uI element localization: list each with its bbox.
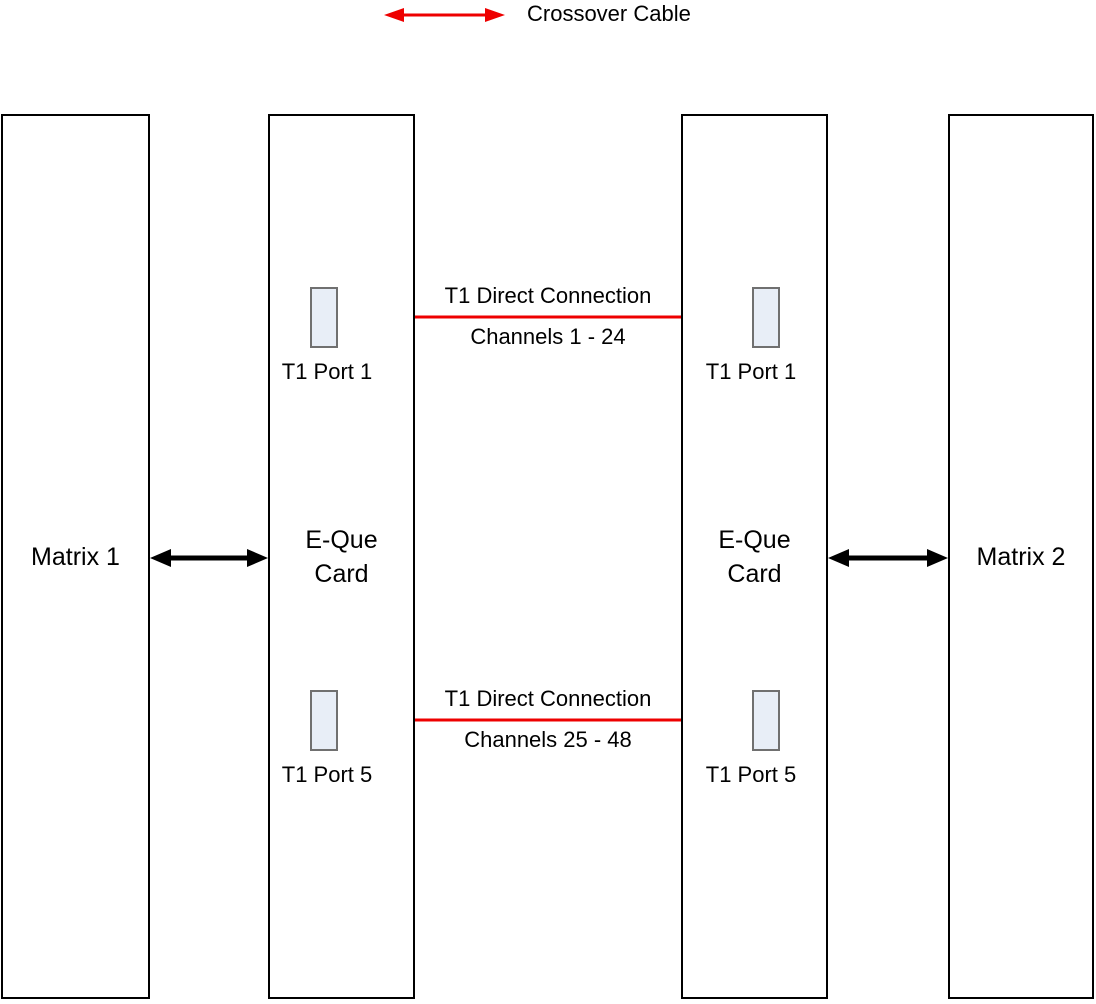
legend-crossover-label: Crossover Cable xyxy=(527,1,691,26)
node-eque-card-left-label: E-Que Card xyxy=(305,525,378,588)
t1-port-1-right-label: T1 Port 1 xyxy=(705,359,797,384)
node-matrix-2: Matrix 2 xyxy=(948,114,1094,999)
node-eque-card-left: E-Que Card xyxy=(268,114,415,999)
t1-port-5-right xyxy=(752,690,780,751)
t1-port-5-right-label: T1 Port 5 xyxy=(705,762,797,787)
node-matrix-2-label: Matrix 2 xyxy=(976,542,1066,571)
bottom-connection-title: T1 Direct Connection xyxy=(444,686,652,711)
t1-port-1-left-label: T1 Port 1 xyxy=(281,359,373,384)
top-connection-title: T1 Direct Connection xyxy=(444,283,652,308)
t1-port-1-left xyxy=(310,287,338,348)
eque-matrix2-link-arrow-icon xyxy=(828,549,948,567)
node-matrix-1-label: Matrix 1 xyxy=(31,542,120,571)
top-connection-channels: Channels 1 - 24 xyxy=(470,324,626,349)
node-eque-card-right: E-Que Card xyxy=(681,114,828,999)
matrix1-eque-link-arrow-icon xyxy=(150,549,268,567)
node-matrix-1: Matrix 1 xyxy=(1,114,150,999)
bottom-connection-channels: Channels 25 - 48 xyxy=(464,727,632,752)
t1-port-1-right xyxy=(752,287,780,348)
t1-port-5-left xyxy=(310,690,338,751)
legend-crossover-arrow-icon xyxy=(384,8,505,22)
node-eque-card-right-label: E-Que Card xyxy=(718,525,791,588)
t1-port-5-left-label: T1 Port 5 xyxy=(281,762,373,787)
